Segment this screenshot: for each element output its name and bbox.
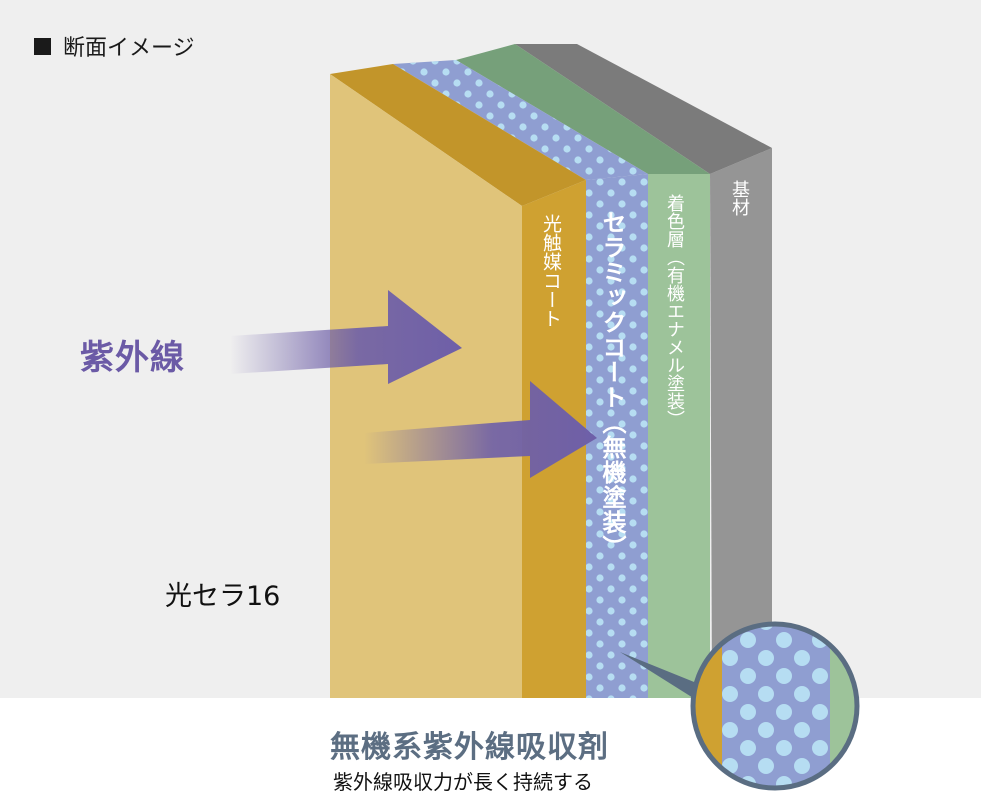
substrate-layer-label: 基材 <box>729 180 750 216</box>
ceramic-layer-dots <box>586 174 648 698</box>
uv-arrow-upper-icon <box>230 290 462 384</box>
heading-text: 断面イメージ <box>63 36 195 61</box>
magnifier-pointer <box>620 652 706 706</box>
color-layer-label: 着色層（有機エナメル塗装） <box>664 194 685 428</box>
ceramic-layer-label: セラミックコート（無機塗装） <box>598 210 626 560</box>
uv-arrow-lower-icon <box>364 381 597 478</box>
ceramic-layer-top-dots <box>393 60 648 180</box>
diagram-heading: 断面イメージ <box>34 30 195 62</box>
front-face <box>330 74 522 698</box>
color-layer-face <box>648 174 710 698</box>
uv-label: 紫外線 <box>80 338 185 378</box>
magnifier-circle-icon <box>690 621 860 791</box>
product-label: 光セラ16 <box>165 581 281 612</box>
square-bullet-icon <box>34 37 51 55</box>
photocatalyst-layer-label: 光触媒コート <box>540 214 562 328</box>
color-layer-top <box>456 44 710 174</box>
substrate-top <box>515 44 772 174</box>
absorber-title: 無機系紫外線吸収剤 <box>330 730 609 765</box>
photocatalyst-top <box>330 64 586 206</box>
magnifier-lens-content <box>693 624 857 788</box>
absorber-description: 紫外線吸収力が長く持続する <box>333 770 593 794</box>
substrate-face <box>710 148 772 698</box>
